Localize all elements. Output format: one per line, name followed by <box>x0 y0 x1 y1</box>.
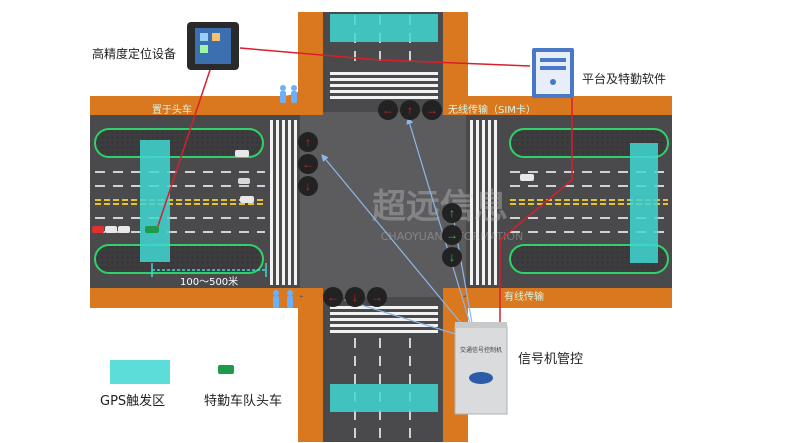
lead-vehicle-car <box>145 226 159 233</box>
placed-on-lead-label: 置于头车 <box>152 105 192 116</box>
signal-group-bottom: ← ↓ → <box>323 287 387 307</box>
legend-swatches <box>110 360 234 384</box>
svg-text:→: → <box>446 228 458 242</box>
svg-text:←: ← <box>327 290 339 304</box>
watermark: 超远信息 CHAOYUAN INFORMATION <box>372 187 523 243</box>
cabinet-plate: 交通信号控制机 <box>460 346 502 354</box>
signal-cabinet-icon: 交通信号控制机 <box>454 322 508 415</box>
legend-gps-zone-label: GPS触发区 <box>100 394 166 409</box>
pedestrian-icon <box>273 85 297 308</box>
svg-text:←: ← <box>382 103 394 117</box>
svg-text:→: → <box>371 290 383 304</box>
svg-text:↓: ↓ <box>352 290 358 304</box>
signal-group-left: ↑ ← ↓ <box>298 132 318 196</box>
server-icon <box>532 48 574 98</box>
svg-text:↓: ↓ <box>449 250 455 264</box>
distance-label: 100～500米 <box>180 277 239 288</box>
legend-lead-vehicle-label: 特勤车队头车 <box>204 394 283 409</box>
lead-vehicle-swatch <box>218 365 234 374</box>
signal-group-right: ↑ → ↓ <box>442 203 462 267</box>
red-links <box>157 47 573 330</box>
cars <box>92 150 534 233</box>
wireless-label: 无线传输（SIM卡） <box>448 105 536 116</box>
svg-text:↑: ↑ <box>449 206 455 220</box>
gps-zone-swatch <box>110 360 170 384</box>
svg-text:↑: ↑ <box>305 135 311 149</box>
intersection-box <box>300 112 466 297</box>
distance-indicator <box>151 263 267 277</box>
platform-label: 平台及特勤软件 <box>582 72 667 86</box>
svg-text:↓: ↓ <box>305 179 311 193</box>
corner-curbs <box>270 60 496 340</box>
gps-device-label: 高精度定位设备 <box>92 47 177 61</box>
svg-text:←: ← <box>302 157 314 171</box>
gps-zones <box>140 14 658 412</box>
crosswalks <box>270 72 497 333</box>
tablet-icon <box>187 22 239 70</box>
signal-control-label: 信号机管控 <box>518 352 584 367</box>
watermark-cn: 超远信息 <box>372 187 508 227</box>
svg-text:↑: ↑ <box>407 103 413 117</box>
signal-group-top: ← ↑ → <box>378 100 442 120</box>
svg-text:→: → <box>426 103 438 117</box>
wired-label: 有线传输 <box>504 292 544 303</box>
